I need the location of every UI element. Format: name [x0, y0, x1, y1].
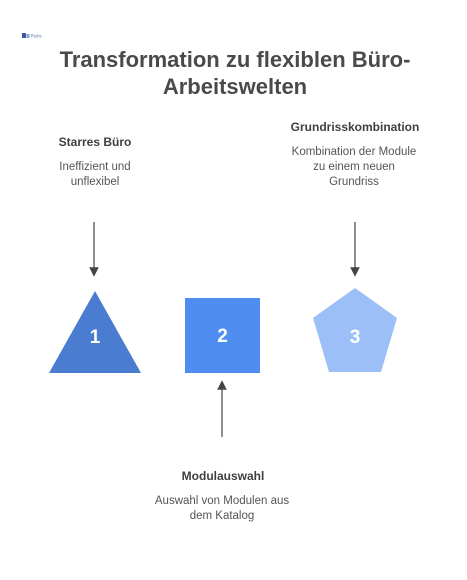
step-2-square: [185, 298, 260, 373]
page-title: Transformation zu flexiblen Büro-Arbeits…: [59, 47, 411, 99]
logo-mark: [22, 33, 26, 38]
company-logo: Ristic: [22, 33, 42, 39]
step-2-description: Auswahl von Modulen aus dem Katalog: [154, 495, 290, 522]
step-3-pentagon: [313, 288, 397, 372]
logo-mark-accent: [26, 34, 30, 38]
logo-text: Ristic: [31, 34, 42, 39]
step-3-number: 3: [350, 327, 361, 348]
step-2-heading: Modulauswahl: [181, 469, 265, 483]
step-1-heading: Starres Büro: [58, 135, 132, 149]
step-3-description: Kombination der Module zu einem neuen Gr…: [291, 146, 417, 188]
step-1-description: Ineffizient und unflexibel: [59, 161, 131, 188]
step-1-triangle: [49, 291, 141, 373]
step-2-number: 2: [217, 326, 228, 347]
step-3-heading: Grundrisskombination: [290, 120, 420, 134]
step-1-number: 1: [90, 327, 101, 348]
